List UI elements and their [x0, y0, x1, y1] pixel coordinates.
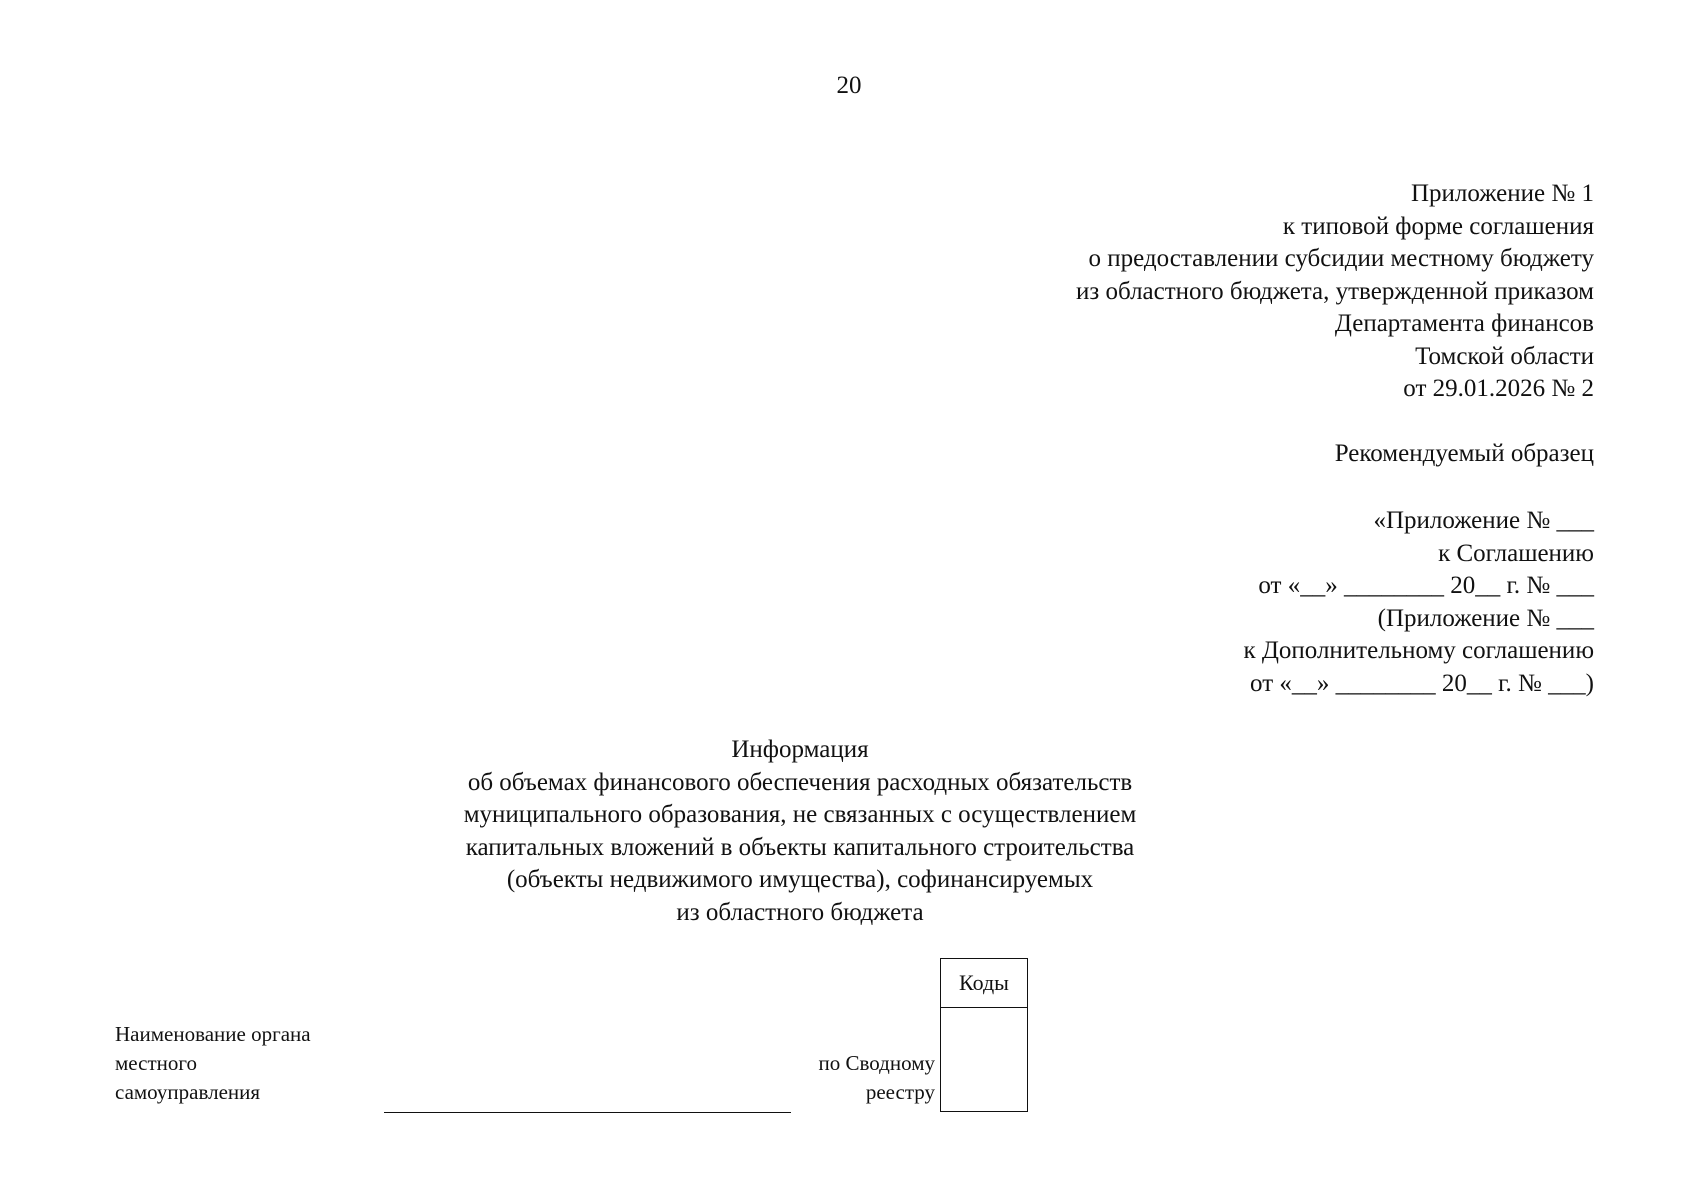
page-number: 20	[836, 72, 862, 99]
org-name-label-line: местного	[115, 1051, 197, 1075]
annex-reference-line: от «__» ________ 20__ г. № ___)	[1250, 669, 1594, 697]
appendix-header-line: из областного бюджета, утвержденной прик…	[1075, 277, 1594, 305]
document-title-line: Информация	[731, 736, 869, 763]
org-name-label-line: самоуправления	[115, 1080, 261, 1104]
codes-table: Коды	[940, 958, 1028, 1112]
appendix-header-line: к типовой форме соглашения	[1282, 212, 1594, 240]
annex-reference-line: к Дополнительному соглашению	[1243, 637, 1594, 664]
document-title-line: капитальных вложений в объекты капитальн…	[465, 833, 1135, 861]
annex-reference-line: к Соглашению	[1438, 539, 1594, 567]
document-title-line: об объемах финансового обеспечения расхо…	[467, 768, 1133, 796]
annex-reference-line: «Приложение № ___	[1373, 507, 1594, 534]
appendix-header-line: Департамента финансов	[1334, 310, 1594, 337]
annex-reference: «Приложение № ___ к Соглашению от «__» _…	[1243, 505, 1594, 700]
appendix-header-line: от 29.01.2026 № 2	[1403, 375, 1594, 402]
document-title-line: (объекты недвижимого имущества), софинан…	[506, 866, 1094, 893]
registry-label: по Сводному реестру	[819, 1049, 935, 1107]
sample-label: Рекомендуемый образец	[1334, 440, 1594, 467]
codes-header: Коды	[941, 959, 1027, 1008]
document-title-line: муниципального образования, не связанных…	[463, 801, 1137, 828]
org-name-label: Наименование органа местного самоуправле…	[115, 1020, 311, 1107]
annex-reference-line: (Приложение № ___	[1377, 604, 1594, 632]
org-name-label-line: Наименование органа	[115, 1022, 311, 1046]
registry-code-cell[interactable]	[941, 1008, 1027, 1111]
document-title: Информация об объемах финансового обеспе…	[300, 734, 1300, 929]
appendix-header-line: Приложение № 1	[1410, 180, 1594, 207]
document-title-line: из областного бюджета	[676, 898, 924, 926]
org-name-field[interactable]	[384, 1112, 791, 1113]
registry-label-line: по Сводному	[818, 1051, 935, 1075]
annex-reference-line: от «__» ________ 20__ г. № ___	[1258, 572, 1594, 599]
appendix-header: Приложение № 1 к типовой форме соглашени…	[1076, 178, 1594, 406]
appendix-header-line: о предоставлении субсидии местному бюдже…	[1088, 245, 1594, 272]
registry-label-line: реестру	[865, 1080, 935, 1104]
appendix-header-line: Томской области	[1415, 342, 1594, 370]
